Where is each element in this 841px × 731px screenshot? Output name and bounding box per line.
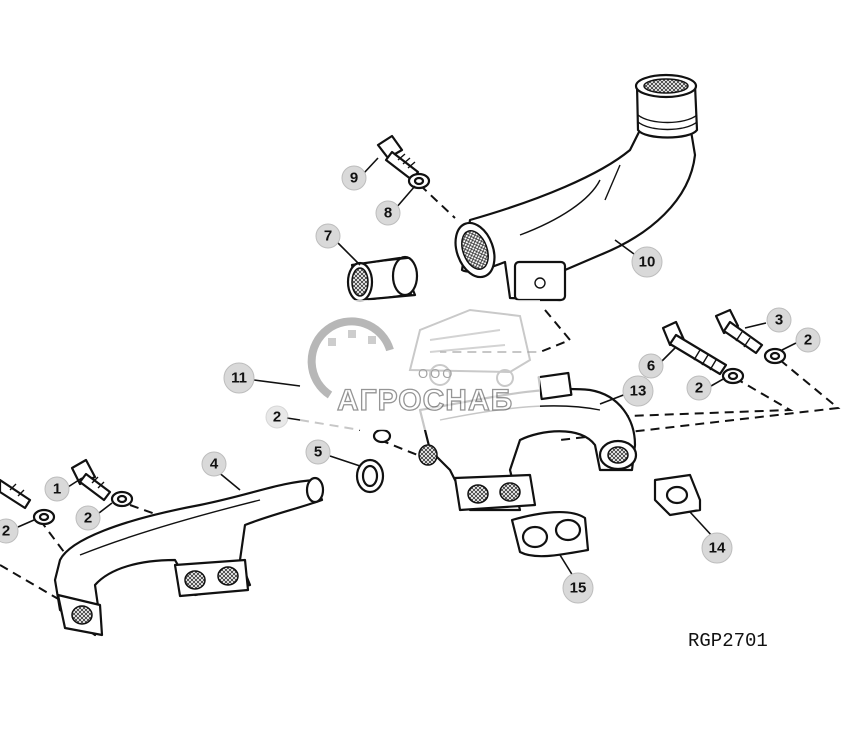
callout-label: 8 — [384, 205, 392, 222]
manifold-part-4 — [53, 476, 325, 637]
callout-label: 9 — [350, 170, 358, 187]
callout-2-left-a: 2 — [75, 505, 101, 531]
callout-10: 10 — [631, 246, 663, 278]
callout-label: 3 — [775, 312, 783, 329]
callout-label: 14 — [709, 540, 726, 557]
callout-3: 3 — [766, 307, 792, 333]
callout-label: 2 — [84, 510, 92, 527]
callout-8: 8 — [375, 200, 401, 226]
bolt-part-3 — [714, 308, 764, 355]
callout-label: 2 — [2, 523, 10, 540]
callout-label: 2 — [695, 380, 703, 397]
washer-part-8 — [407, 172, 431, 190]
bolt-part-6 — [661, 320, 728, 376]
callout-11: 11 — [223, 362, 255, 394]
bolt-part-1 — [70, 458, 112, 502]
callout-label: 2 — [273, 409, 281, 426]
callout-label: 5 — [314, 444, 322, 461]
callout-label: 4 — [210, 456, 219, 473]
callout-9: 9 — [341, 165, 367, 191]
gasket-part-15 — [510, 510, 590, 558]
callout-2-right-upper: 2 — [795, 327, 821, 353]
bolt-left-edge — [0, 478, 32, 510]
watermark-brand: АГРОСНАБ — [337, 384, 513, 417]
callout-13: 13 — [622, 375, 654, 407]
washer-part-2-left-b — [32, 508, 56, 526]
washer-part-2-center — [372, 428, 392, 444]
washer-part-2-left-a — [110, 490, 134, 508]
callout-6: 6 — [638, 353, 664, 379]
callout-2-center: 2 — [265, 405, 289, 429]
callout-label: 2 — [804, 332, 812, 349]
callout-15: 15 — [562, 572, 594, 604]
callout-5: 5 — [305, 439, 331, 465]
callout-2-left-b: 2 — [0, 518, 19, 544]
figure-reference-code: RGP2701 — [688, 630, 768, 652]
callout-7: 7 — [315, 223, 341, 249]
seal-ring-part-5 — [355, 458, 385, 494]
callout-label: 10 — [639, 254, 656, 271]
callout-label: 13 — [630, 383, 647, 400]
callout-leaders — [17, 157, 797, 577]
callout-label: 6 — [647, 358, 655, 375]
callout-label: 1 — [53, 481, 61, 498]
coupling-part-7 — [346, 255, 419, 303]
elbow-pipe-part-10 — [454, 73, 699, 302]
callout-label: 11 — [231, 370, 247, 387]
callout-1: 1 — [44, 476, 70, 502]
agrosnab-watermark-logo: ООО АГРОСНАБ — [300, 300, 540, 430]
callout-2-right-lower: 2 — [686, 375, 712, 401]
gasket-part-14 — [653, 473, 702, 517]
bolt-part-9 — [376, 134, 420, 182]
callout-label: 15 — [570, 580, 587, 597]
callout-14: 14 — [701, 532, 733, 564]
watermark-prefix: ООО — [418, 366, 454, 381]
callout-label: 7 — [324, 228, 332, 245]
washer-part-2-right-upper — [763, 347, 787, 365]
washer-part-2-right-lower — [721, 367, 745, 385]
callout-4: 4 — [201, 451, 227, 477]
